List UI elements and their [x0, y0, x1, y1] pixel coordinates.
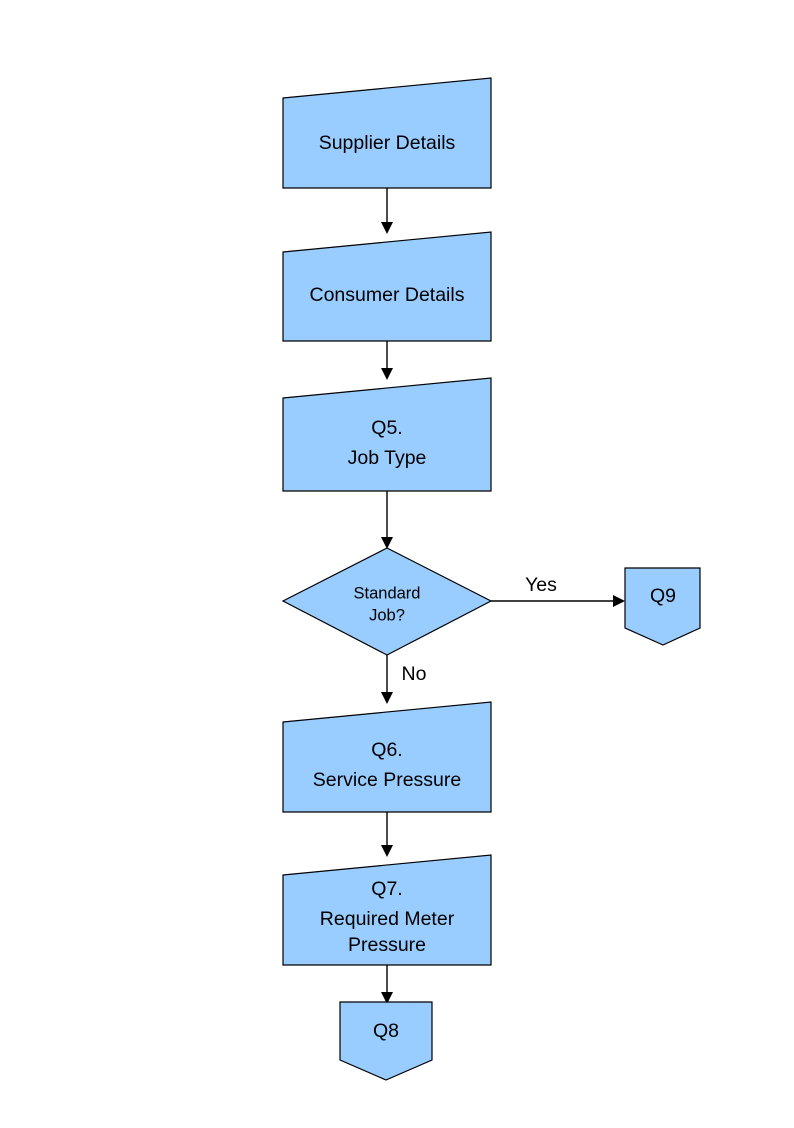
arrowhead-icon — [381, 992, 393, 1004]
q6-service-pressure-shape[interactable] — [282, 701, 492, 813]
q7-label-line3: Pressure — [348, 934, 426, 956]
q7-label-line2: Required Meter — [320, 908, 455, 930]
arrowhead-icon — [381, 368, 393, 380]
q5-job-type-label-line2: Job Type — [348, 447, 427, 469]
arrowhead-icon — [613, 595, 625, 607]
node-standard-job-decision[interactable]: Standard Job? — [281, 547, 493, 656]
supplier-details-label: Supplier Details — [319, 132, 456, 154]
connector-q6-to-q7 — [381, 812, 393, 857]
node-q8[interactable]: Q8 — [339, 1001, 433, 1081]
q7-label-line1: Q7. — [371, 878, 402, 900]
consumer-details-label: Consumer Details — [310, 284, 465, 306]
q9-label: Q9 — [650, 585, 676, 607]
consumer-details-shape[interactable] — [282, 231, 492, 342]
connector-decision-to-q9: Yes — [491, 574, 625, 607]
connector-q7-to-q8 — [381, 965, 393, 1004]
edge-label-no: No — [402, 663, 427, 685]
q5-job-type-shape[interactable] — [282, 377, 492, 492]
q5-job-type-label-line1: Q5. — [371, 417, 402, 439]
arrowhead-icon — [381, 845, 393, 857]
q8-shape[interactable] — [339, 1001, 433, 1081]
connector-decision-to-q6: No — [381, 655, 427, 704]
q6-service-pressure-label-line2: Service Pressure — [313, 769, 461, 791]
node-q6-service-pressure[interactable]: Q6. Service Pressure — [282, 701, 492, 813]
edge-label-yes: Yes — [525, 574, 557, 596]
connector-consumer-to-q5 — [381, 341, 393, 380]
standard-job-decision-label-line2: Job? — [369, 606, 405, 624]
node-q7-required-meter-pressure[interactable]: Q7. Required Meter Pressure — [282, 854, 492, 966]
node-q5-job-type[interactable]: Q5. Job Type — [282, 377, 492, 492]
q7-required-meter-pressure-shape[interactable] — [282, 854, 492, 966]
node-q9[interactable]: Q9 — [624, 567, 701, 646]
arrowhead-icon — [381, 222, 393, 234]
connector-q5-to-decision — [381, 491, 393, 549]
arrowhead-icon — [381, 537, 393, 549]
arrowhead-icon — [381, 692, 393, 704]
q8-label: Q8 — [373, 1020, 399, 1042]
node-consumer-details[interactable]: Consumer Details — [282, 231, 492, 342]
q9-shape[interactable] — [624, 567, 701, 646]
node-supplier-details[interactable]: Supplier Details — [282, 77, 492, 189]
supplier-details-shape[interactable] — [282, 77, 492, 189]
connector-supplier-to-consumer — [381, 188, 393, 234]
q6-service-pressure-label-line1: Q6. — [371, 739, 402, 761]
standard-job-decision-label-line1: Standard — [354, 584, 421, 602]
